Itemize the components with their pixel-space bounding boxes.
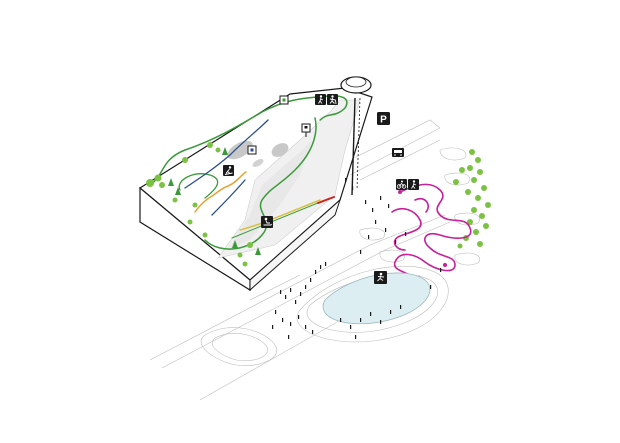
hiking-icon [315,94,326,105]
slope-shading [228,140,312,250]
nordic-walking-icon [327,94,338,105]
conifer-trees [168,147,261,255]
hiking-icon [408,179,419,190]
yellow-trail [239,199,321,231]
parking-sign: P [377,112,390,126]
bus-icon [392,148,404,157]
blue-trail [184,119,269,216]
people-crowds [272,178,442,339]
parking-label: P [380,115,387,126]
rock-patch [227,140,253,160]
skiing-icon [223,165,234,176]
cycling-icon [396,179,407,190]
ice-rink [322,272,431,325]
hill-front-face [249,198,342,292]
pump-track [391,183,472,279]
info-marker-icon [247,145,257,155]
red-lift-line [317,196,335,204]
green-lift-line [231,197,331,239]
viewpoint-marker-icon [279,95,289,105]
site-ground-lines [149,119,480,401]
hill-block [138,87,373,292]
trees [146,142,491,267]
sledding-icon [261,216,273,228]
rock-patch [271,143,289,157]
info-marker-icon [301,123,311,137]
green-trail-loop [178,173,219,199]
rock-patch [252,159,264,167]
orange-trail [194,171,247,213]
viewing-tower [340,76,372,196]
ice-skating-icon [374,271,387,284]
hill-trails [149,95,348,250]
